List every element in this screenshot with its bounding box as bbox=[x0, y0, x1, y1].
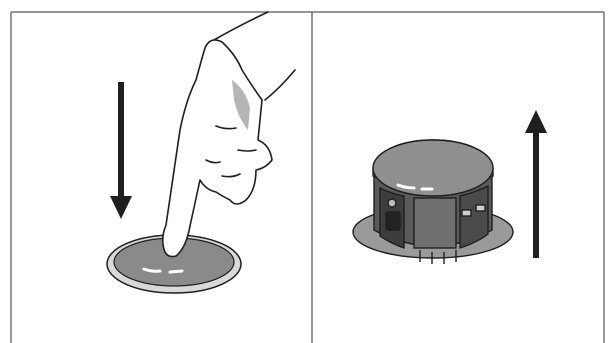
panel-press bbox=[106, 11, 296, 294]
socket-closed-icon bbox=[106, 234, 242, 294]
panel-borders bbox=[10, 11, 605, 343]
panel-pop-up bbox=[352, 110, 547, 264]
socket-open-icon bbox=[352, 139, 514, 264]
pointing-hand-icon bbox=[161, 11, 296, 258]
arrow-up-icon bbox=[525, 110, 547, 258]
arrow-down-icon bbox=[110, 82, 132, 219]
